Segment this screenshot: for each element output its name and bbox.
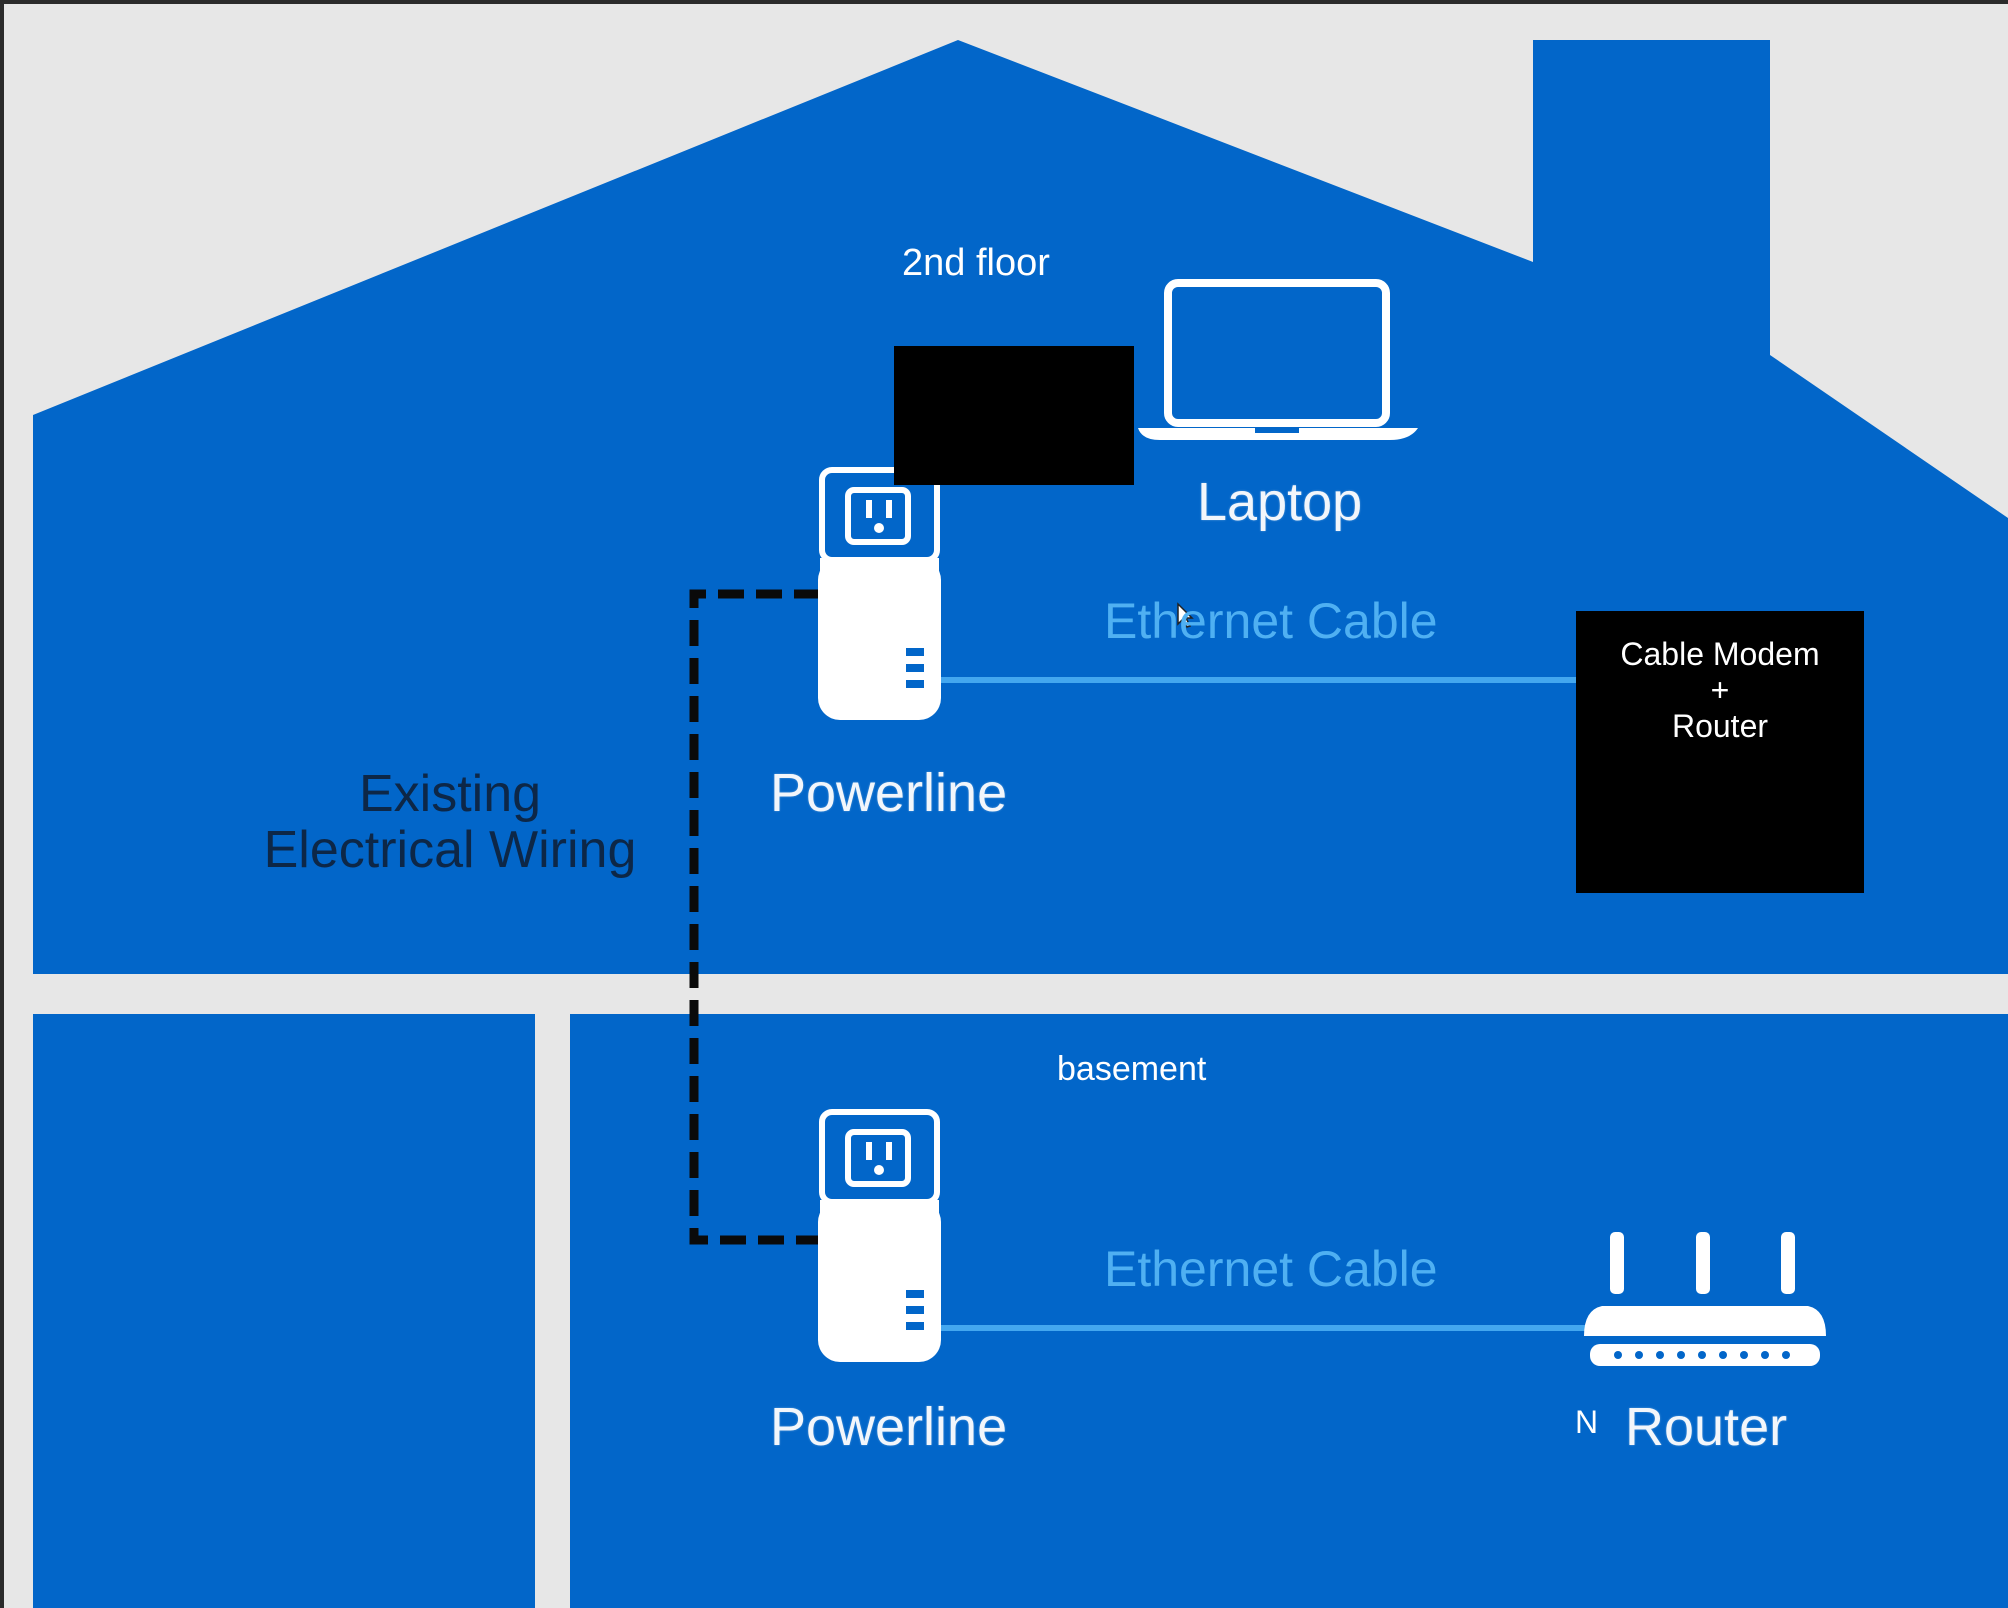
existing-wiring-label-line-1: Existing: [358, 765, 542, 823]
modem-router-label-line-2: +: [1710, 672, 1730, 708]
ethernet-cable-lower-label: Ethernet Cable: [1104, 1241, 1438, 1297]
laptop-icon: [1138, 279, 1418, 440]
electrical-wiring-line: [689, 589, 820, 1245]
ethernet-cable-upper-label: Ethernet Cable: [1104, 593, 1438, 649]
mouse-cursor-icon: [1177, 602, 1194, 628]
router-icon: [1584, 1232, 1826, 1366]
laptop-label: Laptop: [1197, 472, 1363, 532]
powerline-adapter-upper-icon: [818, 467, 941, 720]
modem-router-box: [1576, 611, 1864, 893]
basement-title: basement: [1057, 1050, 1207, 1088]
redaction-box: [894, 346, 1134, 485]
basement-left-room: [33, 1014, 535, 1608]
router-prefix-label: N: [1575, 1404, 1599, 1440]
router-label: Router: [1625, 1397, 1788, 1457]
powerline-adapter-lower-icon: [818, 1109, 941, 1362]
upper-floor-title: 2nd floor: [902, 242, 1050, 284]
powerline-lower-label: Powerline: [770, 1397, 1008, 1457]
modem-router-label-line-1: Cable Modem: [1620, 636, 1820, 672]
existing-wiring-label-line-2: Electrical Wiring: [263, 821, 637, 879]
existing-wiring-label: Existing Electrical Wiring: [240, 766, 660, 878]
modem-router-label-line-3: Router: [1671, 708, 1769, 744]
powerline-upper-label: Powerline: [770, 763, 1008, 823]
house-upper-floor: [33, 40, 2008, 974]
modem-router-label: Cable Modem + Router: [1576, 636, 1864, 744]
